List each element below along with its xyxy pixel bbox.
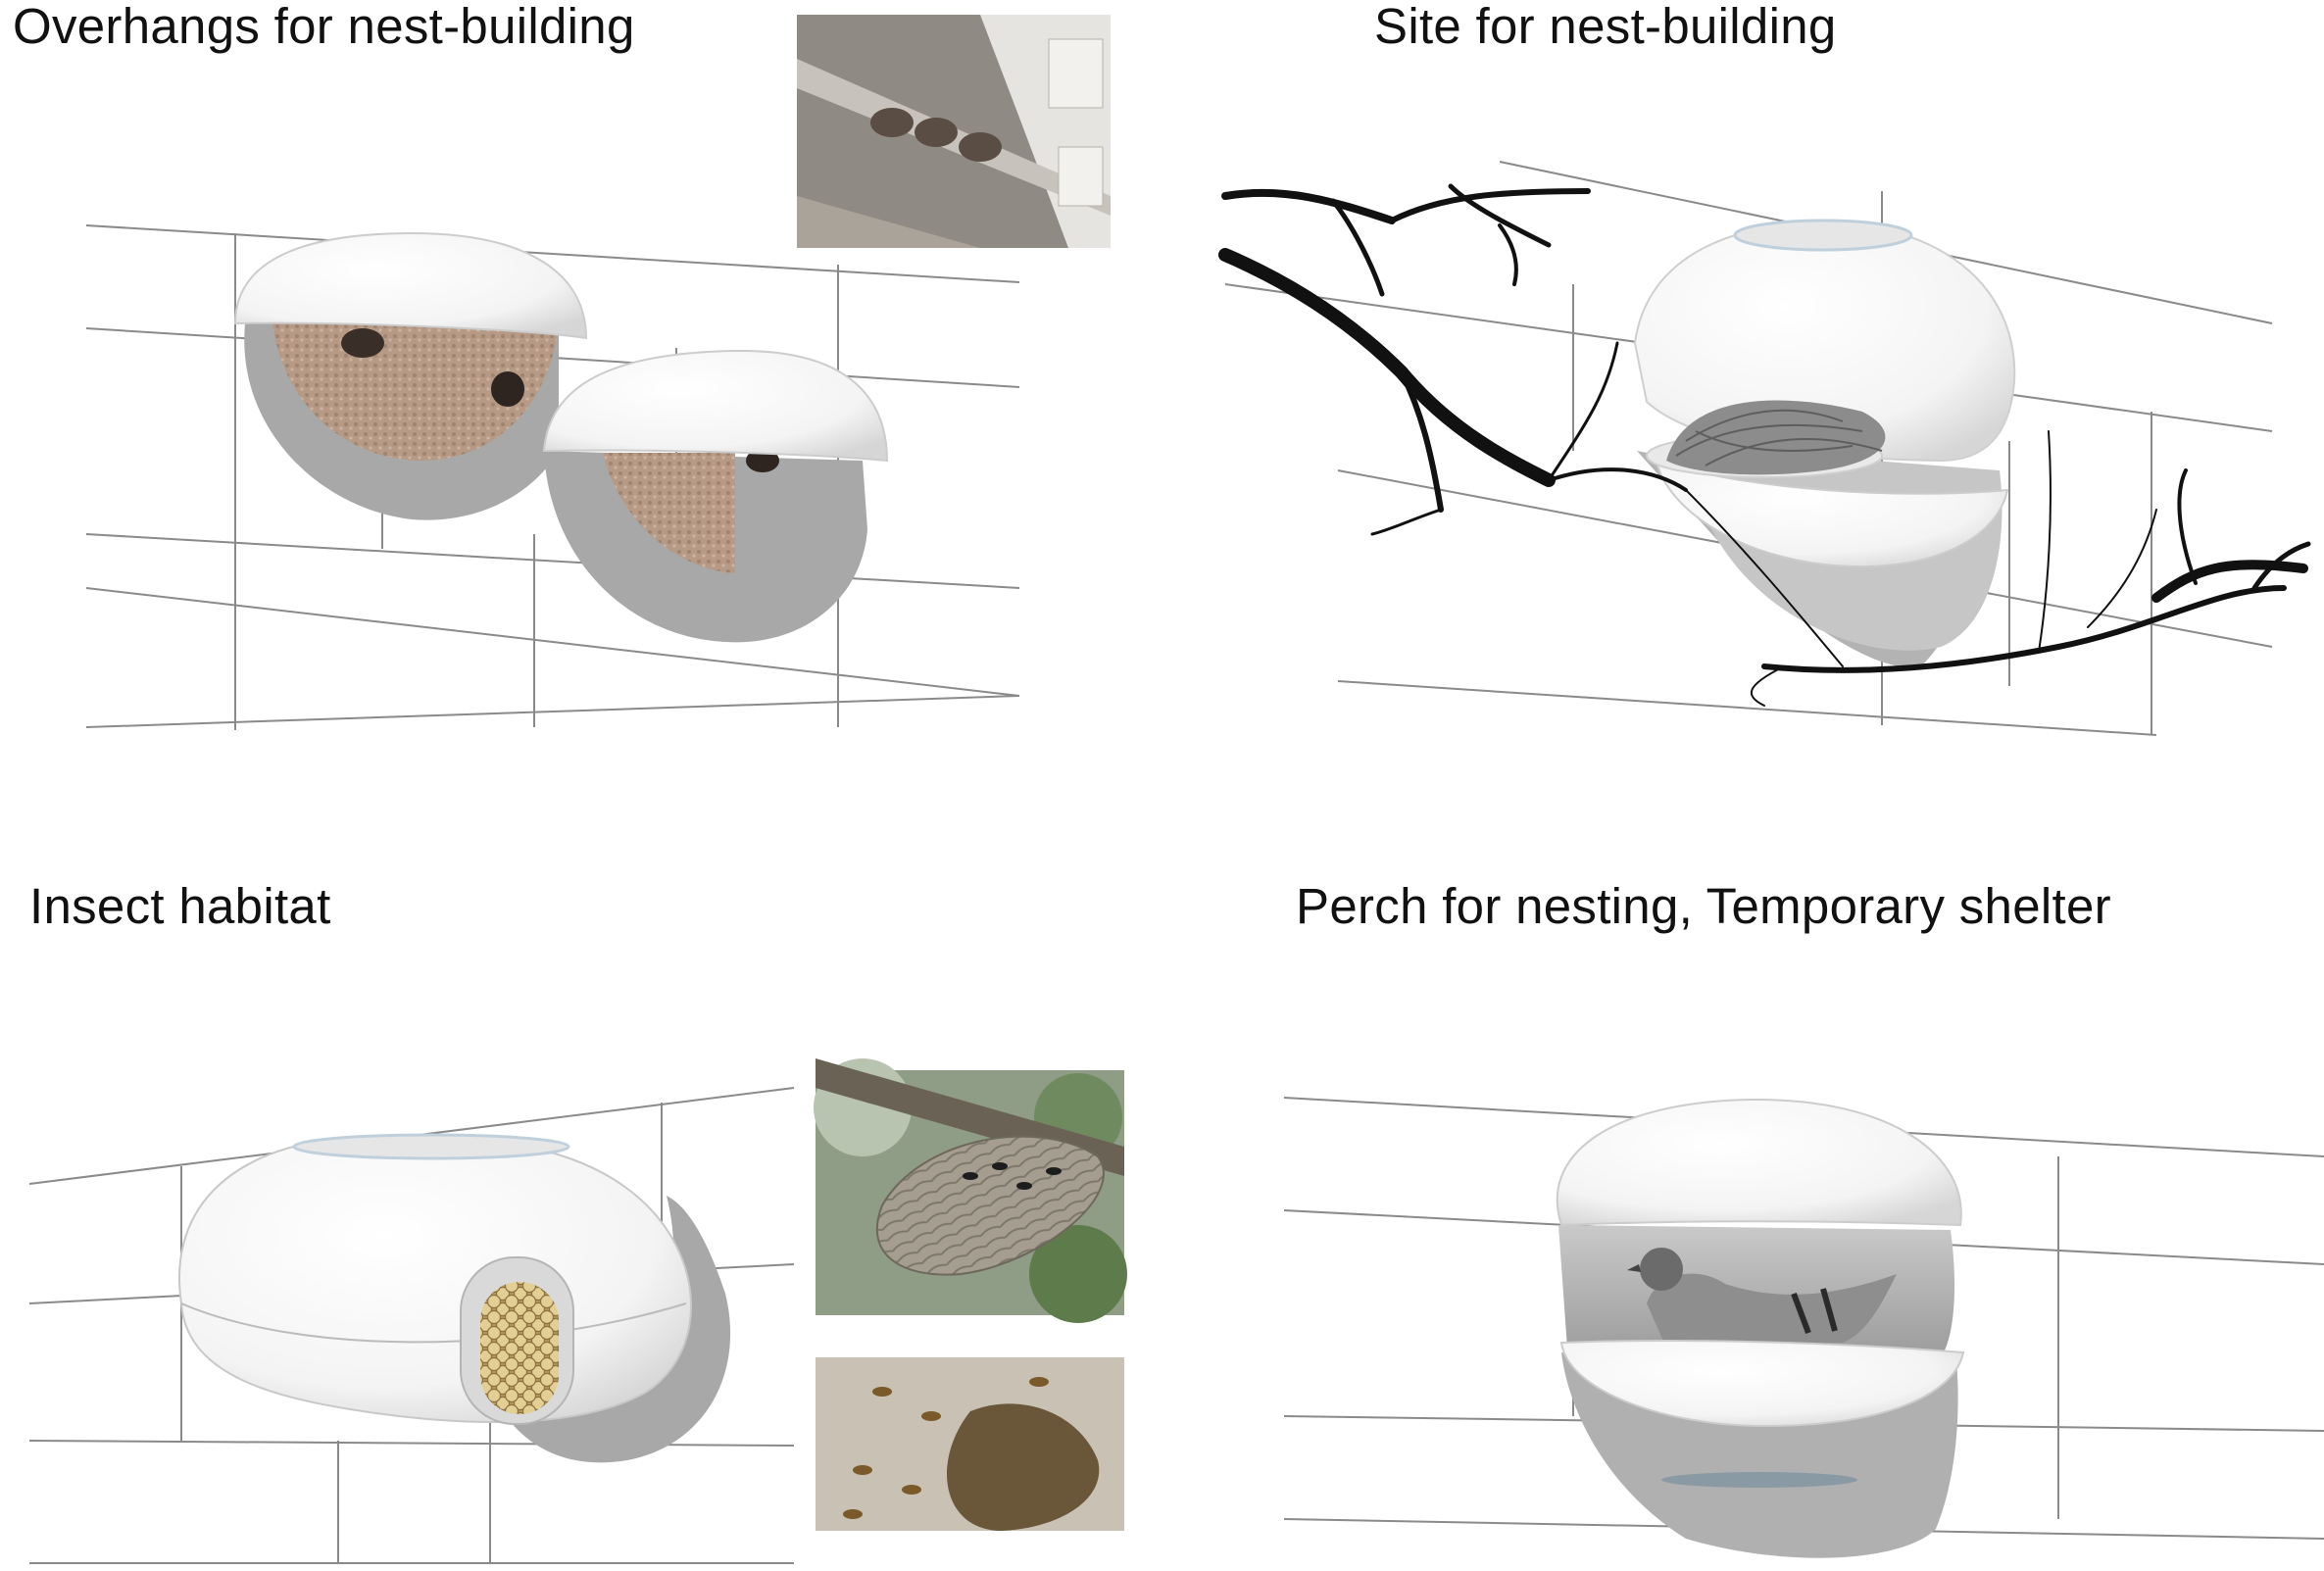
panel-nest-site bbox=[1218, 161, 2311, 736]
overhang-module-right bbox=[542, 349, 889, 643]
pigeon bbox=[1627, 1248, 1897, 1348]
panel-title-perch: Perch for nesting, Temporary shelter bbox=[1296, 878, 2111, 934]
panel-overhangs bbox=[85, 15, 1111, 730]
panel-perch bbox=[1283, 1097, 2324, 1558]
swallow-nest-photo bbox=[797, 15, 1111, 248]
bee-swarm-photo bbox=[816, 1357, 1124, 1531]
panel-insect-habitat bbox=[28, 1058, 1127, 1564]
nest-module-sphere bbox=[1633, 219, 2016, 667]
wasp-nest-photo bbox=[814, 1058, 1127, 1323]
twig-nest bbox=[1675, 409, 1883, 466]
perch-module bbox=[1556, 1098, 1965, 1558]
panel-title-nest-site: Site for nest-building bbox=[1374, 0, 1837, 54]
tree-branch bbox=[1218, 183, 2311, 707]
insect-module bbox=[178, 1133, 731, 1463]
panel-title-overhangs: Overhangs for nest-building bbox=[13, 0, 635, 54]
overhang-module-left bbox=[233, 231, 588, 520]
panel-title-insect-habitat: Insect habitat bbox=[29, 878, 331, 934]
